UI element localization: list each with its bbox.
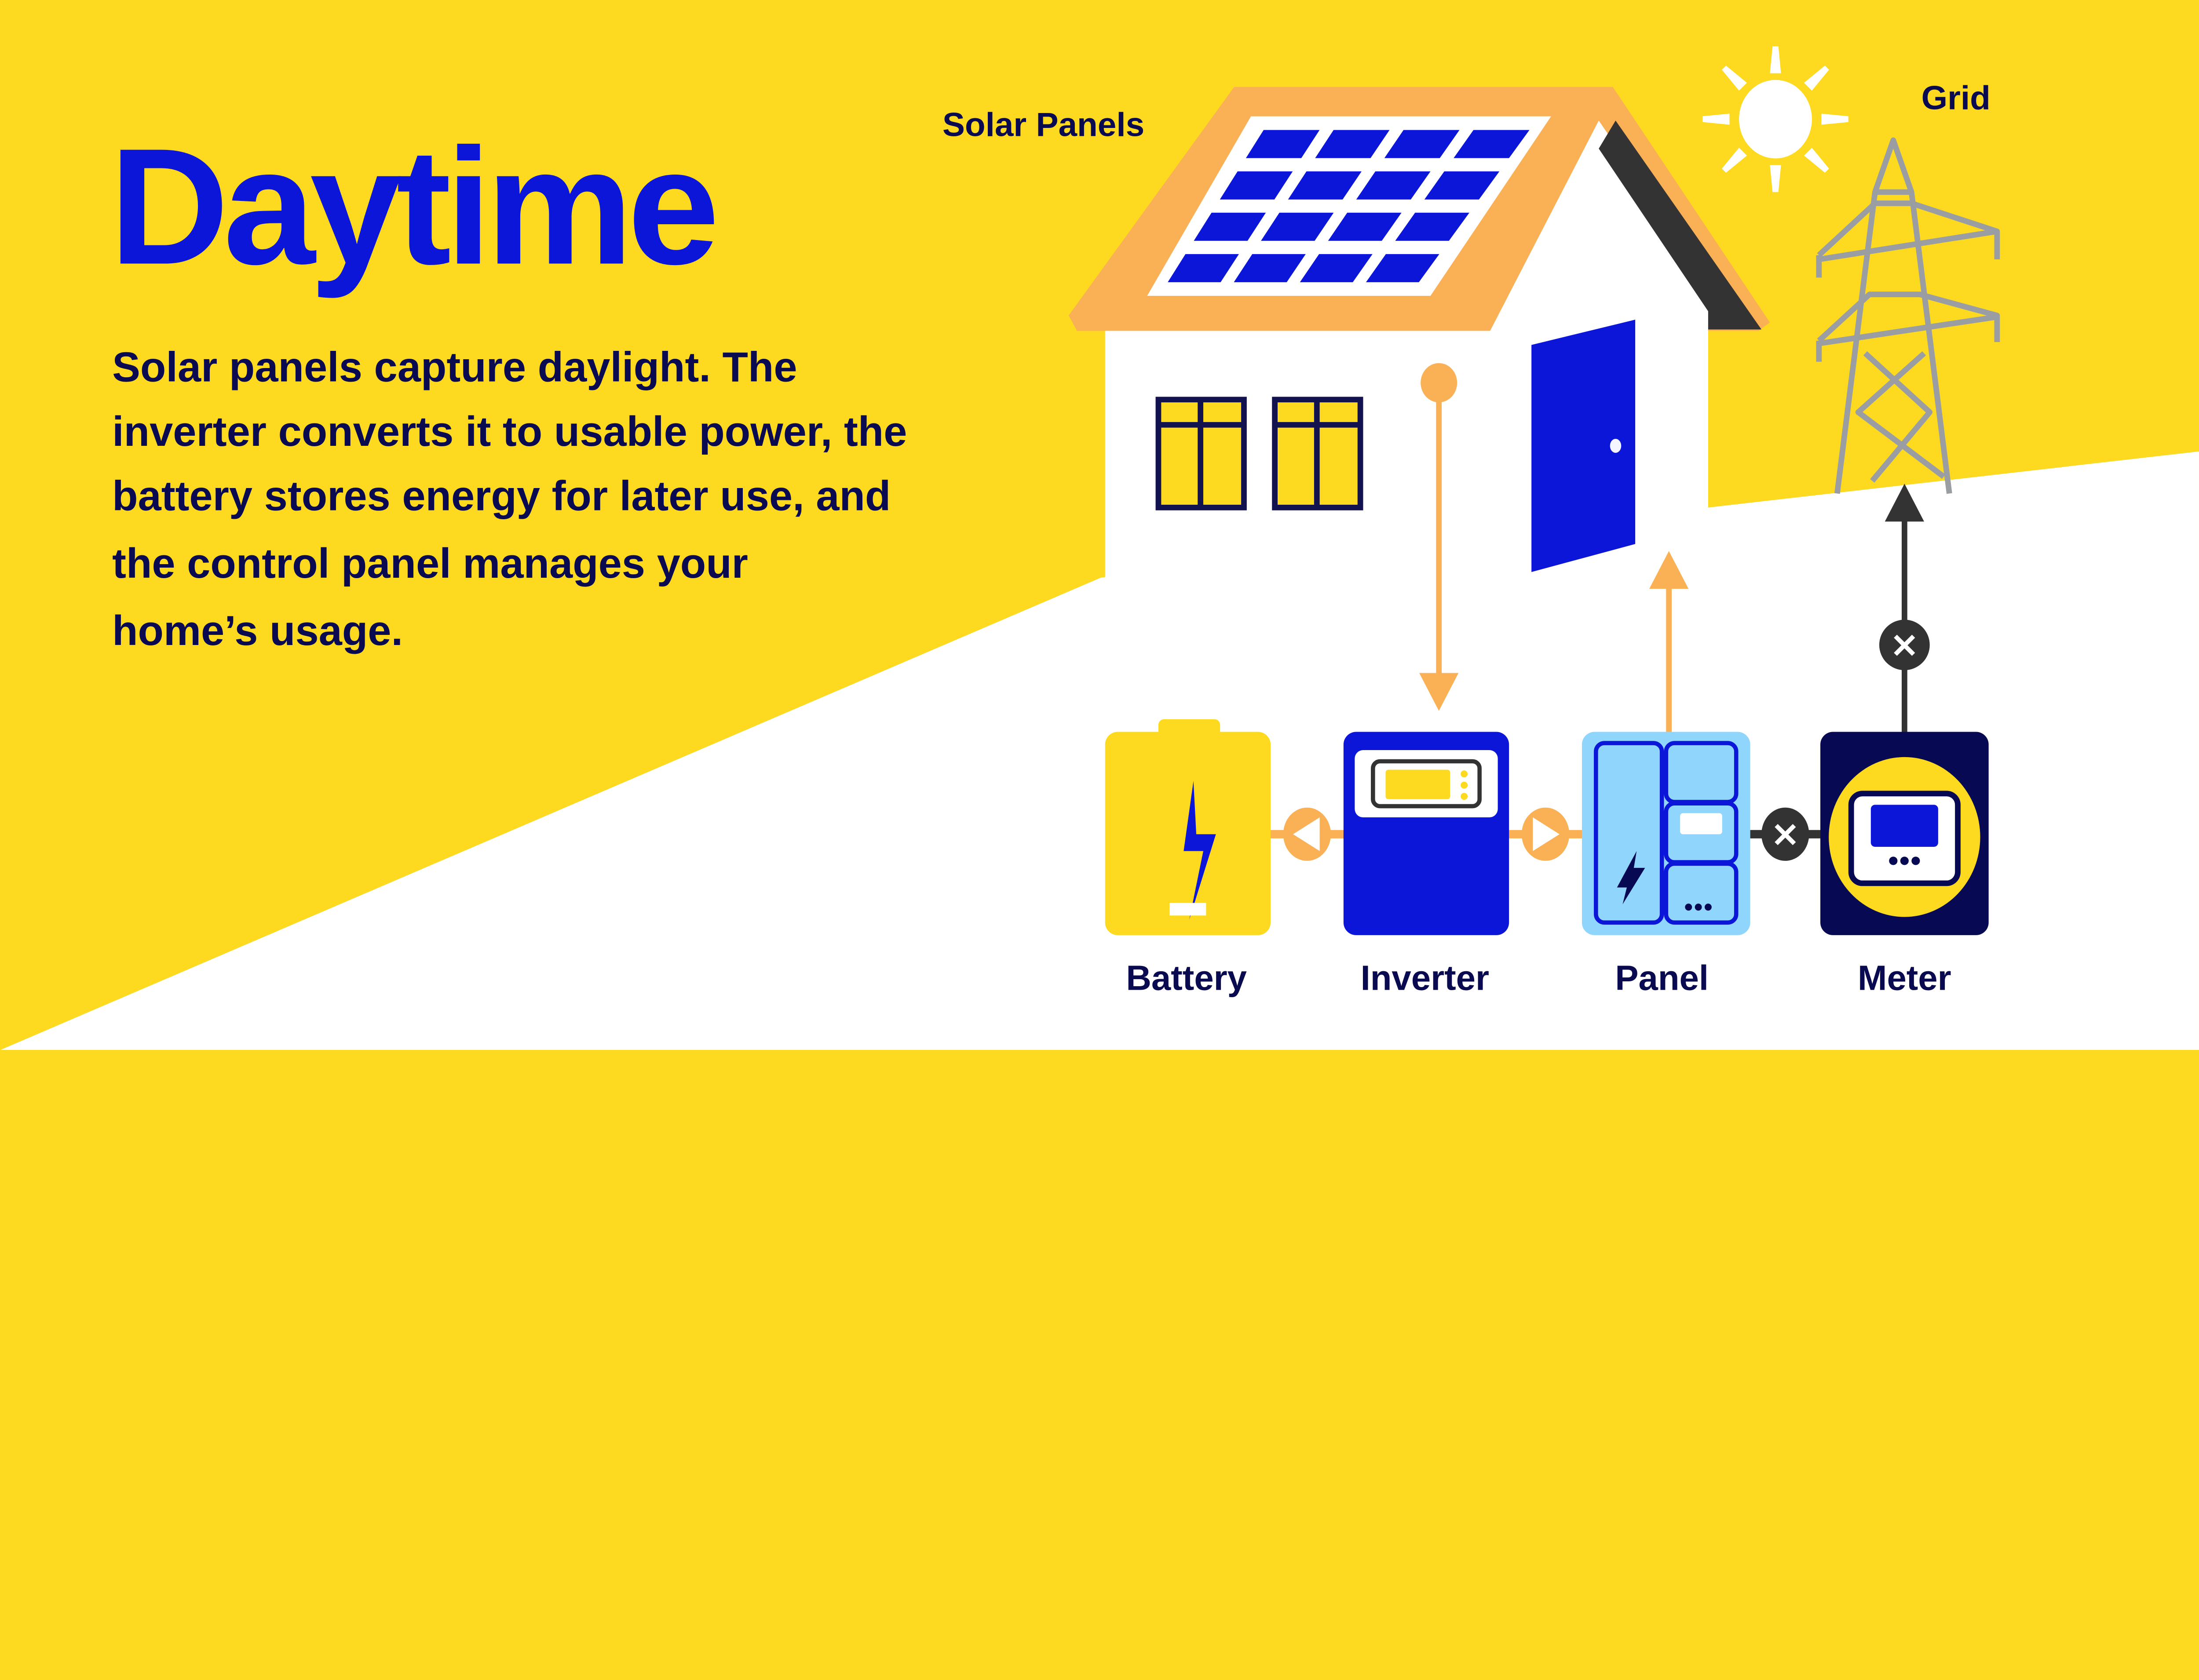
solar-cell (1328, 212, 1402, 241)
solar-cell (1246, 130, 1320, 158)
solar-cell (1424, 171, 1500, 200)
sun-icon (1702, 46, 1848, 192)
svg-text:✕: ✕ (1771, 817, 1799, 854)
svg-text:✕: ✕ (1890, 628, 1918, 665)
inverter-panel-connector (1521, 807, 1570, 861)
description: Solar panels capture daylight. The inver… (112, 343, 907, 654)
arrow-down-icon (1419, 673, 1459, 711)
solar-cell (1454, 130, 1530, 158)
inverter (1343, 732, 1509, 935)
solar-panel-cells (1168, 130, 1530, 282)
battery (1105, 719, 1271, 935)
transmission-tower-icon (1816, 137, 2000, 494)
solar-cell (1395, 212, 1469, 241)
grid-flow-arrow: ✕ (1879, 484, 1930, 732)
sun-ray (1702, 113, 1730, 125)
description-line: home’s usage. (112, 607, 403, 654)
sun-ray (1821, 113, 1848, 125)
panel-label: Panel (1615, 958, 1709, 997)
solar-cell (1261, 212, 1334, 241)
inverter-flow-arrow (1419, 363, 1459, 711)
lightning-icon (1184, 781, 1216, 920)
sun-ray (1770, 46, 1781, 73)
inverter-label: Inverter (1361, 958, 1489, 997)
solar-cell (1366, 254, 1439, 282)
meter-label: Meter (1858, 958, 1951, 997)
description-line: Solar panels capture daylight. The (112, 343, 797, 390)
arrow-left-icon (1293, 817, 1320, 851)
solar-cell (1194, 212, 1266, 241)
window (1272, 397, 1363, 510)
sun-ray (1804, 66, 1829, 91)
roof-edge (1599, 120, 1762, 330)
close-x-icon (1761, 807, 1809, 861)
grid-label: Grid (1921, 80, 1991, 117)
sun-ray (1722, 148, 1747, 173)
description-line: battery stores energy for later use, and (112, 473, 891, 520)
panel-meter-connector: ✕ (1761, 807, 1809, 861)
window (1155, 397, 1247, 510)
solar-cell (1300, 254, 1373, 282)
solar-cell (1384, 130, 1460, 158)
headline: Daytime (110, 113, 716, 299)
meter (1820, 732, 1989, 935)
door (1531, 320, 1636, 572)
door-knob (1610, 439, 1622, 453)
arrow-up-icon (1649, 551, 1689, 589)
sun-ray (1804, 148, 1829, 173)
gable (1489, 120, 1708, 332)
solar-cell (1356, 171, 1431, 200)
sun-ray (1770, 165, 1781, 192)
solar-panel-frame (1147, 116, 1551, 296)
sun-ray (1722, 66, 1747, 91)
solar-cell (1234, 254, 1306, 282)
description-line: the control panel manages your (112, 540, 748, 587)
close-x-icon (1879, 620, 1930, 671)
arrow-right-icon (1533, 817, 1560, 851)
solar-cell (1315, 130, 1390, 158)
arrow-up-icon (1885, 484, 1924, 522)
daytime-solar-diagram: Daytime Solar panels capture daylight. T… (0, 46, 2199, 1050)
battery-inverter-connector (1283, 807, 1331, 861)
house (1068, 87, 1770, 578)
lightning-icon (1617, 851, 1645, 904)
panel-flow-arrow (1649, 551, 1689, 732)
control-panel (1582, 732, 1750, 935)
solar-cell (1220, 171, 1293, 200)
solar-cell (1288, 171, 1362, 200)
battery-label: Battery (1126, 958, 1247, 997)
solar-cell (1168, 254, 1239, 282)
description-line: inverter converts it to usable power, th… (112, 408, 907, 455)
solar-panels-label: Solar Panels (942, 106, 1144, 143)
